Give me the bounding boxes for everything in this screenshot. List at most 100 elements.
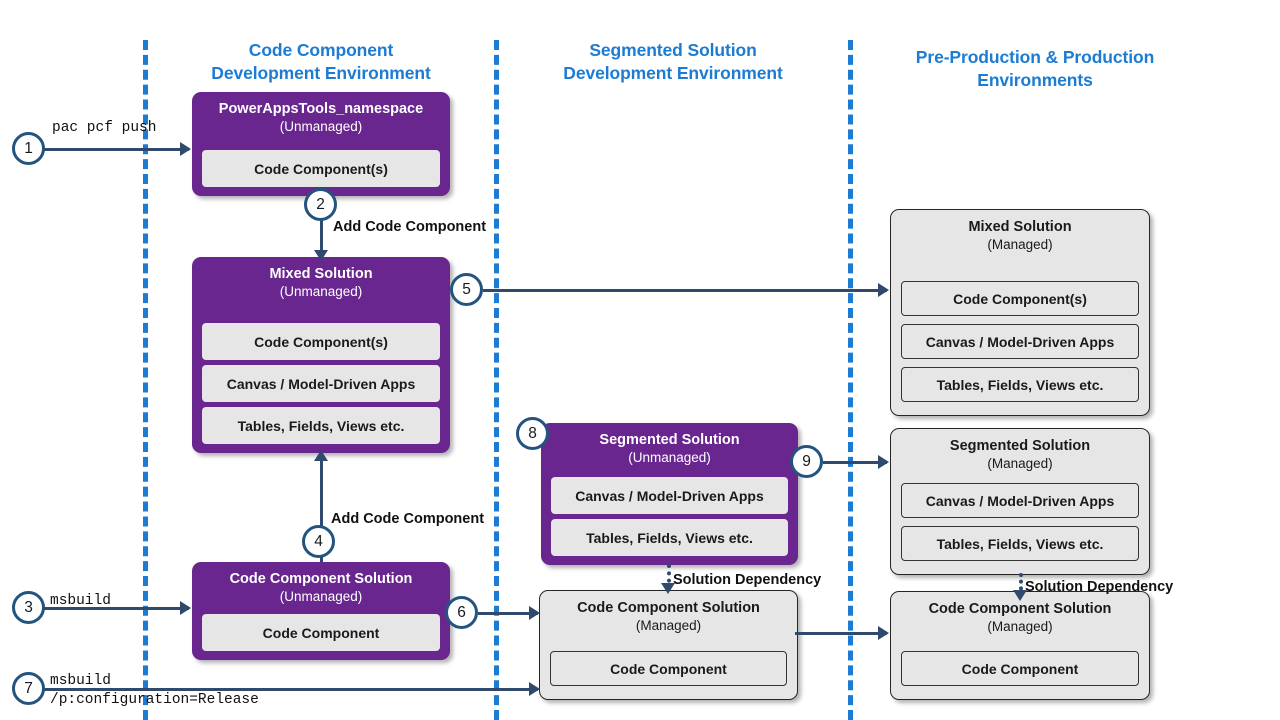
box-item[interactable]: Code Component(s) [202,150,440,187]
box-code-component-solution-unmanaged[interactable]: Code Component Solution (Unmanaged) Code… [192,562,450,660]
step-circle-5[interactable]: 5 [450,273,483,306]
connector-mid-to-right-line [795,632,887,635]
box-powerappstools-namespace[interactable]: PowerAppsTools_namespace (Unmanaged) Cod… [192,92,450,196]
step-circle-6[interactable]: 6 [445,596,478,629]
dependency-line-mid [667,564,671,590]
box-subtitle-text: (Managed) [987,456,1053,471]
dependency-arrow-mid [661,583,675,594]
box-item[interactable]: Code Component [202,614,440,651]
label-msbuild-release-line2: /p:configuration=Release [50,692,259,708]
lane-title-preprod-prod: Pre-Production & Production Environments [892,46,1178,92]
label-pac-pcf-push: pac pcf push [52,120,157,136]
connector-3-line [44,607,189,610]
box-subtitle-text: (Unmanaged) [628,450,711,465]
box-item[interactable]: Code Component(s) [901,281,1139,316]
box-title: Segmented Solution (Unmanaged) [541,423,798,467]
box-subtitle-text: (Unmanaged) [279,284,363,299]
connector-3-arrow [180,601,191,615]
box-items: Code Component(s) Canvas / Model-Driven … [202,323,440,444]
connector-6-arrow [529,606,540,620]
lane-title-line2: Development Environment [563,63,783,83]
step-circle-4[interactable]: 4 [302,525,335,558]
step-circle-2[interactable]: 2 [304,188,337,221]
box-item[interactable]: Code Component [550,651,787,686]
box-item[interactable]: Code Component(s) [202,323,440,360]
box-subtitle-text: (Managed) [987,237,1053,252]
lane-title-line1: Segmented Solution [589,40,757,60]
box-code-component-solution-managed-mid[interactable]: Code Component Solution (Managed) Code C… [539,590,798,700]
step-circle-1[interactable]: 1 [12,132,45,165]
connector-9-line [823,461,887,464]
box-title-text: Mixed Solution [968,219,1072,235]
step-circle-3[interactable]: 3 [12,591,45,624]
box-title-text: Segmented Solution [949,438,1091,454]
box-items: Code Component [202,614,440,651]
box-item[interactable]: Canvas / Model-Driven Apps [202,365,440,402]
connector-9-arrow [878,455,889,469]
connector-1-line [44,148,189,151]
box-item[interactable]: Tables, Fields, Views etc. [901,526,1139,561]
box-title-text: PowerAppsTools_namespace [218,101,424,117]
connector-7-arrow [529,682,540,696]
lane-title-segmented-dev: Segmented Solution Development Environme… [538,39,808,85]
box-title: Code Component Solution (Unmanaged) [192,562,450,606]
step-circle-7[interactable]: 7 [12,672,45,705]
box-mixed-solution-unmanaged[interactable]: Mixed Solution (Unmanaged) Code Componen… [192,257,450,453]
lane-divider-3 [848,40,853,720]
box-title: Segmented Solution (Managed) [891,429,1149,473]
box-title-text: Code Component Solution [577,600,760,616]
lane-title-line2: Development Environment [211,63,431,83]
box-title: PowerAppsTools_namespace (Unmanaged) [192,92,450,136]
box-title-text: Segmented Solution [599,432,740,448]
box-code-component-solution-managed-right[interactable]: Code Component Solution (Managed) Code C… [890,591,1150,700]
dependency-line-right [1019,573,1023,597]
box-subtitle-text: (Managed) [635,618,702,633]
box-segmented-solution-managed[interactable]: Segmented Solution (Managed) Canvas / Mo… [890,428,1150,575]
lane-divider-2 [494,40,499,720]
connector-2-line [320,205,323,257]
box-subtitle-text: (Unmanaged) [279,119,363,134]
connector-1-arrow [180,142,191,156]
lane-title-line1: Code Component [248,40,394,60]
box-item[interactable]: Canvas / Model-Driven Apps [901,324,1139,359]
connector-2-arrow [314,250,328,261]
box-item[interactable]: Canvas / Model-Driven Apps [901,483,1139,518]
connector-5-arrow [878,283,889,297]
box-items: Code Component(s) Canvas / Model-Driven … [901,281,1139,402]
step-circle-8[interactable]: 8 [516,417,549,450]
box-item[interactable]: Code Component [901,651,1139,686]
box-items: Code Component(s) [202,150,440,187]
box-items: Code Component [550,651,787,686]
box-items: Canvas / Model-Driven Apps Tables, Field… [551,477,788,556]
box-subtitle-text: (Unmanaged) [279,589,363,604]
connector-mid-to-right-arrow [878,626,889,640]
label-msbuild-release-line1: msbuild [50,673,111,689]
box-item[interactable]: Tables, Fields, Views etc. [901,367,1139,402]
box-subtitle-text: (Managed) [987,619,1053,634]
box-item[interactable]: Tables, Fields, Views etc. [551,519,788,556]
connector-4-arrow [314,450,328,461]
box-segmented-solution-unmanaged[interactable]: Segmented Solution (Unmanaged) Canvas / … [541,423,798,565]
connector-4-line [320,455,323,562]
box-items: Code Component [901,651,1139,686]
box-item[interactable]: Tables, Fields, Views etc. [202,407,440,444]
box-title-text: Code Component Solution [928,601,1112,617]
label-add-code-component-top: Add Code Component [333,219,487,235]
connector-6-line [478,612,538,615]
lane-title-line2: Environments [977,70,1093,90]
connector-7-line [44,688,538,691]
label-solution-dependency-mid: Solution Dependency [673,572,822,588]
box-title: Mixed Solution (Managed) [891,210,1149,254]
box-items: Canvas / Model-Driven Apps Tables, Field… [901,483,1139,561]
box-mixed-solution-managed[interactable]: Mixed Solution (Managed) Code Component(… [890,209,1150,416]
box-title-text: Mixed Solution [269,266,373,282]
step-circle-9[interactable]: 9 [790,445,823,478]
box-title: Code Component Solution (Managed) [540,591,797,635]
lane-divider-1 [143,40,148,720]
connector-5-line [483,289,887,292]
label-add-code-component-bottom: Add Code Component [331,511,485,527]
box-item[interactable]: Canvas / Model-Driven Apps [551,477,788,514]
label-msbuild: msbuild [50,593,111,609]
box-title: Mixed Solution (Unmanaged) [192,257,450,301]
